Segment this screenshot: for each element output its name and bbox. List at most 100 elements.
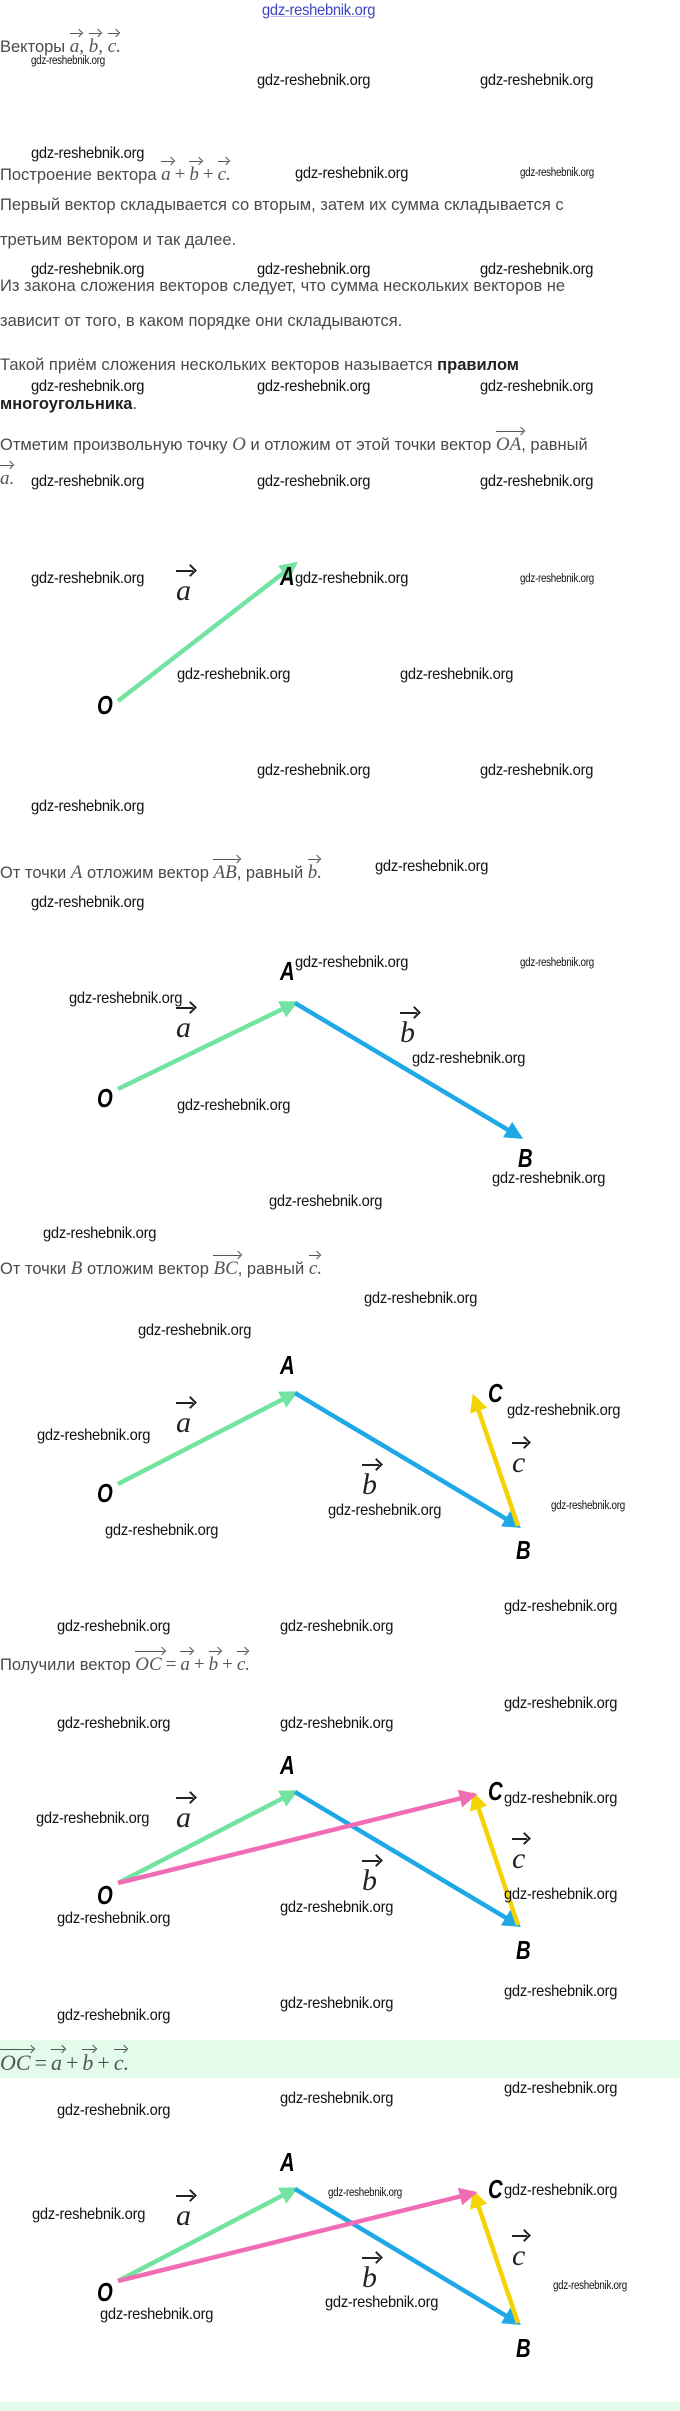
vector-symbol: b — [189, 158, 201, 186]
watermark-text: gdz-reshebnik.org — [177, 1097, 291, 1114]
watermark-text: gdz-reshebnik.org — [32, 2206, 146, 2223]
text-fragment: . — [226, 164, 231, 185]
text-fragment: OC — [0, 2049, 33, 2075]
vector-a-arrow — [116, 2187, 299, 2283]
watermark-text: gdz-reshebnik.org — [257, 378, 371, 395]
watermark-text: gdz-reshebnik.org — [328, 2187, 402, 2199]
vector-a-label: a — [176, 1795, 193, 1835]
watermark-text: gdz-reshebnik.org — [257, 762, 371, 779]
text-fragment: . — [317, 1258, 323, 1279]
vector-a-symbol: a — [69, 30, 81, 58]
watermark-text: gdz-reshebnik.org — [480, 261, 594, 278]
vector-symbol: AB — [213, 856, 239, 884]
step-1-line-2: a. — [0, 462, 14, 490]
text-fragment: OC — [135, 1651, 165, 1675]
point-a-label: A — [280, 561, 295, 591]
watermark-text: gdz-reshebnik.org — [520, 167, 594, 179]
watermark-text: gdz-reshebnik.org — [31, 798, 145, 815]
watermark-text: gdz-reshebnik.org — [520, 957, 594, 969]
vector-oc-arrow — [117, 2187, 478, 2284]
vector-c-label: c — [512, 1836, 528, 1876]
watermark-text: gdz-reshebnik.org — [31, 55, 105, 67]
point-b-label: B — [518, 1143, 533, 1173]
watermark-text: gdz-reshebnik.org — [31, 261, 145, 278]
watermark-text: gdz-reshebnik.org — [43, 1225, 157, 1242]
vector-symbol: b — [362, 1462, 379, 1502]
header-watermark-link[interactable]: gdz-reshebnik.org — [262, 2, 376, 19]
text-fragment: b. — [307, 859, 323, 883]
vector-symbol: c — [512, 2233, 528, 2273]
watermark-text: gdz-reshebnik.org — [257, 72, 371, 89]
text-fragment: a — [180, 1651, 192, 1675]
text-fragment: отложим вектор — [87, 1260, 209, 1278]
text-fragment: . — [9, 468, 15, 489]
watermark-text: gdz-reshebnik.org — [280, 1995, 394, 2012]
text-fragment: Получили вектор — [0, 1656, 131, 1674]
vector-symbol: a — [176, 568, 193, 608]
watermark-text: gdz-reshebnik.org — [504, 2080, 618, 2097]
watermark-text: gdz-reshebnik.org — [325, 2294, 439, 2311]
text-fragment: + — [202, 164, 214, 185]
vector-a-arrow — [116, 1789, 299, 1886]
vector-symbol: a — [0, 462, 11, 490]
watermark-text: gdz-reshebnik.org — [36, 1810, 150, 1827]
watermark-text: gdz-reshebnik.org — [31, 894, 145, 911]
point-o-label: O — [97, 690, 113, 720]
text-fragment: , равный — [236, 864, 304, 882]
watermark-text: gdz-reshebnik.org — [57, 1910, 171, 1927]
vector-b-label: b — [362, 1462, 379, 1502]
vector-a-label: a — [176, 1400, 193, 1440]
text-fragment: . — [317, 862, 323, 883]
vector-c-label: c — [512, 2233, 528, 2273]
watermark-text: gdz-reshebnik.org — [57, 2007, 171, 2024]
vector-symbol: b — [362, 1858, 379, 1898]
point-b-label: B — [516, 2333, 531, 2363]
text-fragment: a. — [0, 465, 15, 489]
step-3-line: От точки B отложим вектор BC, равный c. — [0, 1252, 322, 1280]
vector-a-arrow — [117, 1000, 299, 1092]
vector-symbol: c — [236, 1648, 248, 1676]
vector-symbol: c — [512, 1836, 528, 1876]
vector-symbol: c — [113, 2046, 126, 2074]
watermark-text: gdz-reshebnik.org — [412, 1050, 526, 1067]
watermark-text: gdz-reshebnik.org — [257, 473, 371, 490]
watermark-text: gdz-reshebnik.org — [504, 1695, 618, 1712]
point-a-label: A — [280, 1350, 295, 1380]
vector-b-label: b — [400, 1010, 417, 1050]
watermark-text: gdz-reshebnik.org — [553, 2280, 627, 2292]
watermark-text: gdz-reshebnik.org — [280, 1899, 394, 1916]
watermark-text: gdz-reshebnik.org — [504, 1790, 618, 1807]
vector-symbol: b — [208, 1648, 220, 1676]
vector-c-label: c — [512, 1440, 528, 1480]
watermark-text: gdz-reshebnik.org — [400, 666, 514, 683]
text-fragment: Отметим произвольную точку — [0, 436, 228, 454]
text-fragment: a, b, c. — [69, 33, 121, 57]
watermark-text: gdz-reshebnik.org — [31, 570, 145, 587]
point-a-label: A — [280, 2147, 295, 2177]
vector-symbol: a — [161, 158, 173, 186]
point-o-label: O — [97, 1880, 113, 1910]
text-fragment: c. — [217, 161, 231, 185]
watermark-text: gdz-reshebnik.org — [57, 1715, 171, 1732]
paragraph-1-line-2: третьим вектором и так далее. — [0, 231, 237, 249]
text-fragment: B — [70, 1258, 83, 1279]
watermark-text: gdz-reshebnik.org — [269, 1193, 383, 1210]
vector-symbol: a — [176, 2193, 193, 2233]
intro-label: Векторы — [0, 38, 66, 56]
watermark-text: gdz-reshebnik.org — [551, 1500, 625, 1512]
watermark-text: gdz-reshebnik.org — [280, 2090, 394, 2107]
point-a-label: A — [280, 1750, 295, 1780]
text-fragment: = — [34, 2050, 47, 2075]
watermark-text: gdz-reshebnik.org — [520, 573, 594, 585]
vector-symbol: c — [308, 1252, 320, 1280]
text-fragment: = — [165, 1654, 177, 1675]
watermark-text: gdz-reshebnik.org — [31, 145, 145, 162]
watermark-text: gdz-reshebnik.org — [480, 378, 594, 395]
vector-symbol: c — [512, 1440, 528, 1480]
text-fragment: + — [222, 1654, 233, 1675]
text-fragment: От точки — [0, 1260, 67, 1278]
vector-symbol: BC — [213, 1252, 241, 1280]
watermark-text: gdz-reshebnik.org — [492, 1170, 606, 1187]
text-fragment: A — [70, 862, 83, 883]
text-fragment: c. — [308, 1255, 323, 1279]
